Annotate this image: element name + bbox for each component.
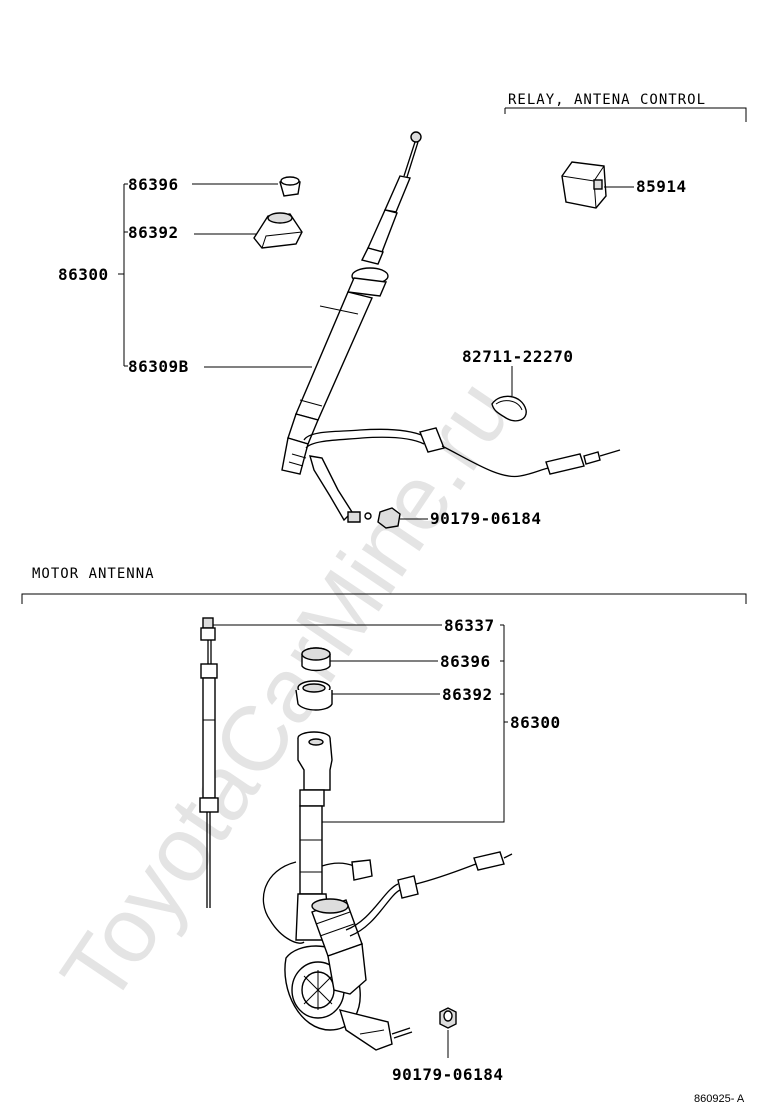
label-86300-bottom[interactable]: 86300 bbox=[510, 713, 561, 732]
section-relay: RELAY, ANTENA CONTROL bbox=[504, 92, 747, 122]
section-title-relay: RELAY, ANTENA CONTROL bbox=[508, 92, 706, 108]
label-85914[interactable]: 85914 bbox=[636, 177, 687, 196]
label-82711[interactable]: 82711-22270 bbox=[462, 347, 573, 366]
label-86337[interactable]: 86337 bbox=[444, 616, 495, 635]
nut-90179-bottom[interactable] bbox=[439, 1007, 457, 1029]
bracket-86300-top bbox=[118, 183, 128, 367]
label-86300-top[interactable]: 86300 bbox=[58, 265, 109, 284]
mount-bracket-top bbox=[309, 455, 353, 522]
diagram-code: 860925- A bbox=[694, 1093, 745, 1105]
cap-86396-top[interactable] bbox=[279, 176, 301, 197]
label-86396-bottom[interactable]: 86396 bbox=[440, 652, 491, 671]
nut-90179-top[interactable] bbox=[377, 507, 401, 529]
base-86392-top[interactable] bbox=[253, 212, 303, 249]
section-bracket-relay bbox=[505, 107, 747, 122]
base-86392-bottom[interactable] bbox=[295, 680, 333, 711]
label-86396-top[interactable]: 86396 bbox=[128, 175, 179, 194]
label-86392-bottom[interactable]: 86392 bbox=[442, 685, 493, 704]
label-90179-top[interactable]: 90179-06184 bbox=[430, 509, 541, 528]
motor-antenna-assembly[interactable] bbox=[284, 731, 413, 1051]
cable-bottom-left bbox=[262, 861, 305, 944]
section-motor: MOTOR ANTENNA bbox=[21, 566, 747, 604]
label-86309b[interactable]: 86309B bbox=[128, 357, 189, 376]
label-90179-bottom[interactable]: 90179-06184 bbox=[392, 1065, 503, 1084]
antenna-mast-top[interactable] bbox=[281, 131, 422, 475]
bracket-86300-bottom bbox=[318, 624, 508, 823]
section-title-motor: MOTOR ANTENNA bbox=[32, 566, 155, 582]
cap-86396-bottom[interactable] bbox=[301, 647, 331, 672]
label-86392-top[interactable]: 86392 bbox=[128, 223, 179, 242]
clamp-82711[interactable] bbox=[491, 395, 527, 422]
relay-85914[interactable] bbox=[561, 161, 607, 209]
antenna-rod-86337[interactable] bbox=[199, 617, 219, 908]
cable-top bbox=[303, 428, 425, 441]
section-bracket-motor bbox=[21, 593, 747, 604]
